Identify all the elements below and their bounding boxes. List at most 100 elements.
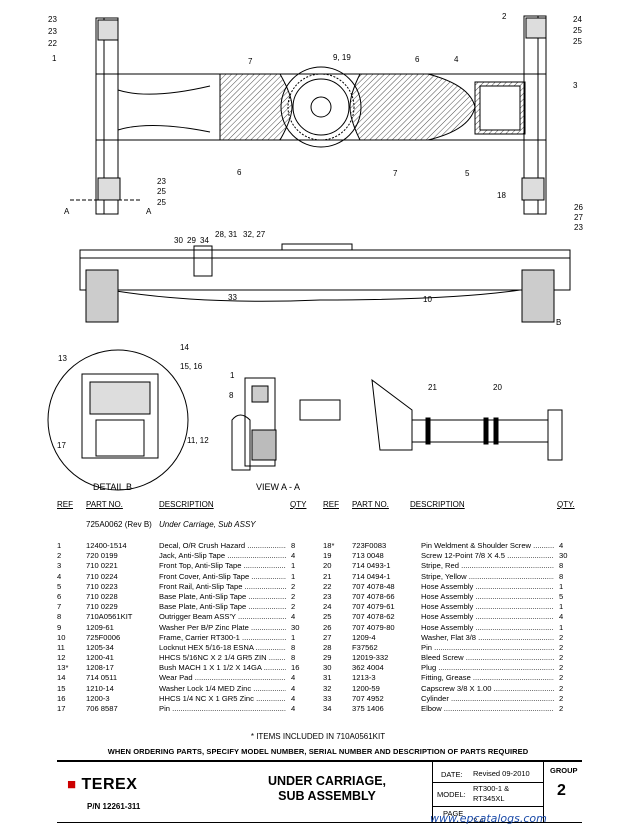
- header-part-no: PART NO.: [86, 500, 123, 509]
- callout-6: 6: [415, 55, 420, 64]
- cell-ref: 6: [57, 591, 62, 601]
- terex-logo-icon: ■: [67, 776, 77, 793]
- cell-desc: Pin Weldment & Shoulder Screw: [421, 541, 554, 551]
- cell-ref: 10: [57, 632, 66, 642]
- callout-9-19: 9, 19: [333, 53, 351, 62]
- cell-desc: Stripe, Red: [421, 561, 554, 571]
- cell-qty: 4: [290, 612, 296, 623]
- callout-30: 30: [174, 236, 183, 245]
- callout-25c: 25: [157, 187, 166, 196]
- cell-desc: Washer Per B/P Zinc Plate: [159, 623, 286, 633]
- cell-ref: 4: [57, 571, 62, 581]
- cell-ref: 22: [323, 581, 332, 591]
- cell-qty: 2: [558, 693, 564, 705]
- cell-desc: Capscrew 3/8 X 1.00: [421, 684, 554, 694]
- cell-qty: 4: [290, 693, 296, 705]
- brand-name: TEREX: [81, 776, 138, 793]
- cell-qty: 30: [290, 622, 300, 633]
- cell-desc: Fitting, Grease: [421, 673, 554, 683]
- page-label: PAGE: [443, 809, 464, 818]
- cell-ref: 19: [323, 551, 332, 561]
- cell-part: 714 0494-1: [352, 571, 391, 581]
- callout-13: 13: [58, 354, 67, 363]
- callout-5: 5: [465, 169, 470, 178]
- cell-part: 720 0199: [86, 551, 118, 561]
- cell-desc: Pin: [159, 704, 286, 714]
- cell-desc: Front Rail, Anti-Slip Tape: [159, 582, 286, 592]
- cell-qty: 8: [290, 642, 296, 654]
- model-line-2: RT345XL: [473, 794, 505, 803]
- cell-desc: Plug: [421, 663, 554, 673]
- cell-part: 1200-41: [86, 653, 114, 663]
- cell-ref: 13*: [57, 663, 69, 673]
- cell-desc: Locknut HEX 5/16-18 ESNA: [159, 643, 286, 653]
- callout-20: 20: [493, 383, 502, 392]
- callout-17: 17: [57, 441, 66, 450]
- outrigger-arm: [371, 378, 413, 451]
- callout-33: 33: [228, 293, 237, 302]
- cell-ref: 7: [57, 602, 62, 612]
- cell-desc: Frame, Carrier RT300-1: [159, 633, 286, 643]
- cell-qty: 1: [558, 602, 564, 613]
- callout-8: 8: [229, 391, 234, 400]
- cell-ref: 18*: [323, 541, 335, 550]
- cell-ref: 12: [57, 653, 66, 663]
- callout-1b: 1: [230, 371, 235, 380]
- cell-qty: 5: [558, 591, 564, 603]
- callout-26: 26: [574, 203, 583, 212]
- detail-b-label: DETAIL B: [93, 482, 132, 492]
- cell-qty: 4: [558, 612, 564, 623]
- cell-ref: 25: [323, 612, 332, 622]
- cell-part: 710 0228: [86, 591, 118, 601]
- cell-part: 707 4078-66: [352, 591, 395, 601]
- cell-ref: 15: [57, 683, 66, 693]
- cell-desc: Base Plate, Anti-Slip Tape: [159, 602, 286, 612]
- cell-qty: 4: [290, 704, 296, 715]
- callout-28-31: 28, 31: [215, 230, 238, 239]
- view-aa-body: [244, 377, 276, 467]
- page-value: 2.4: [473, 816, 484, 825]
- callout-32-27: 32, 27: [243, 230, 266, 239]
- cell-part: 707 4079-61: [352, 602, 395, 612]
- group-label: GROUP: [550, 766, 578, 775]
- callout-18: 18: [497, 191, 506, 200]
- callout-25a: 25: [573, 26, 582, 35]
- cell-ref: 31: [323, 673, 332, 683]
- callout-29: 29: [187, 236, 196, 245]
- cell-part: 1213-3: [352, 673, 376, 683]
- cell-qty: 8: [558, 571, 564, 582]
- cell-qty: 8: [290, 541, 296, 552]
- title-line-1: UNDER CARRIAGE,: [267, 774, 387, 788]
- cell-desc: Decal, O/R Crush Hazard: [159, 541, 286, 551]
- cell-ref: 20: [323, 561, 332, 571]
- callout-11-12: 11, 12: [187, 436, 209, 445]
- cell-qty: 2: [558, 683, 564, 694]
- callout-23d: 23: [157, 177, 166, 186]
- detail-b-circle: [47, 349, 189, 491]
- cell-part: 362 4004: [352, 663, 384, 673]
- cell-part: 707 4078-62: [352, 612, 395, 622]
- cell-ref: 5: [57, 581, 62, 591]
- cell-ref: 30: [323, 663, 332, 673]
- cell-part: 1209-4: [352, 632, 376, 642]
- ordering-note: WHEN ORDERING PARTS, SPECIFY MODEL NUMBE…: [107, 747, 529, 756]
- cell-qty: 1: [558, 622, 564, 633]
- cell-desc: HHCS 1/4 NC X 1 GR5 Zinc: [159, 694, 286, 704]
- cell-qty: 2: [290, 581, 296, 592]
- cell-qty: 2: [558, 663, 564, 674]
